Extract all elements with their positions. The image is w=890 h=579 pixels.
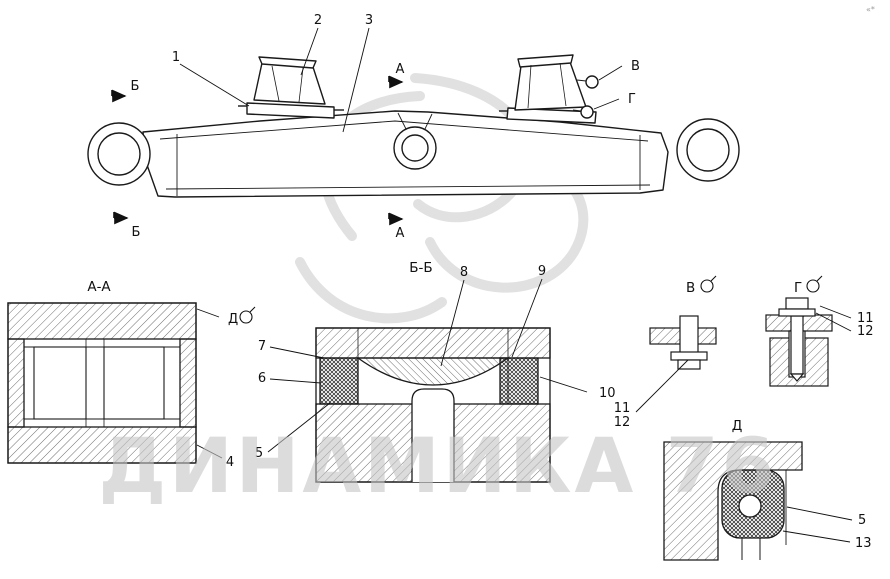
main-view-leaders [179,27,623,133]
section-aa-leaders [196,308,223,459]
callout-g-label: Г [628,92,636,107]
bolt-v-icon [585,75,599,89]
left-seal-pack [319,357,359,405]
cut-mark-a-bottom [388,212,404,226]
detail-d-leaders [782,506,853,543]
detail-d [663,441,803,561]
callout-5d-label: 5 [858,513,866,528]
cut-mark-b-bottom [113,211,129,225]
callout-5-label: 5 [255,446,263,461]
cut-mark-a-top [388,75,404,89]
view-v [649,315,717,370]
view-v-title: В [686,280,695,296]
callout-11g-label: 11 [857,311,874,326]
view-g [765,297,833,387]
view-v-direction-icon [700,275,717,293]
callout-3-label: 3 [365,13,373,28]
section-letter-b-top: Б [131,79,140,94]
left-eye-bore [97,132,141,176]
callout-10-label: 10 [599,386,616,401]
corner-mark: «* [866,5,875,14]
callout-8-label: 8 [460,265,468,280]
bolt-g-icon [580,105,594,119]
detail-d-mark-icon [239,306,256,324]
view-g-leaders [815,305,852,332]
callout-2-label: 2 [314,13,322,28]
callout-4-label: 4 [226,455,234,470]
callout-12g-label: 12 [857,324,874,339]
section-aa [7,302,197,464]
section-letter-a-bottom: А [396,226,405,241]
callout-13-label: 13 [855,536,872,551]
view-v-leaders [635,359,689,413]
seal-core [738,494,762,518]
callout-6-label: 6 [258,371,266,386]
view-g-title: Г [794,280,802,296]
right-bracket [499,54,599,124]
callout-12v-label: 12 [614,415,631,430]
right-eye-bore [686,128,730,172]
beam-main-view [87,54,740,198]
view-g-direction-icon [806,275,823,293]
section-aa-title: А-А [87,279,111,295]
section-bb-title: Б-Б [409,260,432,276]
callout-9-label: 9 [538,264,546,279]
section-letter-a-top: А [396,62,405,77]
callout-v-label: В [631,59,640,74]
cut-mark-b-top [111,89,127,103]
callout-1-label: 1 [172,50,180,65]
center-hub-bore [401,134,429,162]
section-bb [315,327,551,483]
section-letter-b-bottom: Б [132,225,141,240]
shaft-center-slot [411,388,455,482]
detail-d-title: Д [732,418,743,434]
watermark-text: ДИНАМИКА 76 [98,421,777,510]
callout-11v-label: 11 [614,401,631,416]
section-bb-leaders [267,278,588,453]
right-seal-pack [499,357,539,405]
left-bracket [238,56,344,119]
callout-7-label: 7 [258,339,266,354]
section-cut-marks [111,75,404,226]
detail-d-mark-label: Д [228,312,238,327]
